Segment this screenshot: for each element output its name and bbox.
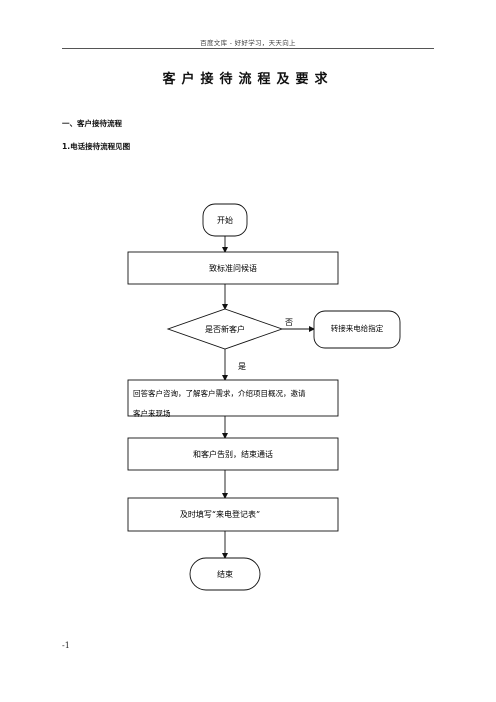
document-title: 客户接待流程及要求	[162, 72, 334, 87]
greeting-label: 致标准问候语	[209, 263, 257, 273]
page-number: -1	[62, 641, 70, 650]
end-label: 结束	[217, 569, 233, 579]
start-label: 开始	[217, 215, 233, 225]
section-heading: 一、客户接待流程	[62, 119, 122, 128]
farewell-node	[127, 437, 339, 471]
transfer-label: 转接来电给指定	[331, 323, 384, 333]
answer-label-line1: 回答客户咨询，了解客户需求，介绍项目概况，邀请	[133, 388, 306, 398]
page-header: 百度文库 - 好好学习，天天向上	[200, 39, 296, 47]
answer-node	[127, 379, 339, 417]
no-label: 否	[285, 318, 293, 327]
end-node	[189, 557, 261, 591]
greeting-node	[127, 251, 339, 285]
header-divider	[62, 48, 434, 49]
yes-label: 是	[238, 362, 246, 371]
record-label: 及时填写“来电登记表”	[180, 509, 260, 519]
farewell-label: 和客户告别，结束通话	[193, 449, 273, 459]
sub-heading: 1.电话接待流程见图	[62, 142, 131, 151]
decision-label: 是否新客户	[205, 324, 245, 334]
transfer-node	[313, 310, 401, 349]
answer-label-line2: 客户来现场	[133, 408, 171, 418]
record-node	[127, 497, 339, 532]
